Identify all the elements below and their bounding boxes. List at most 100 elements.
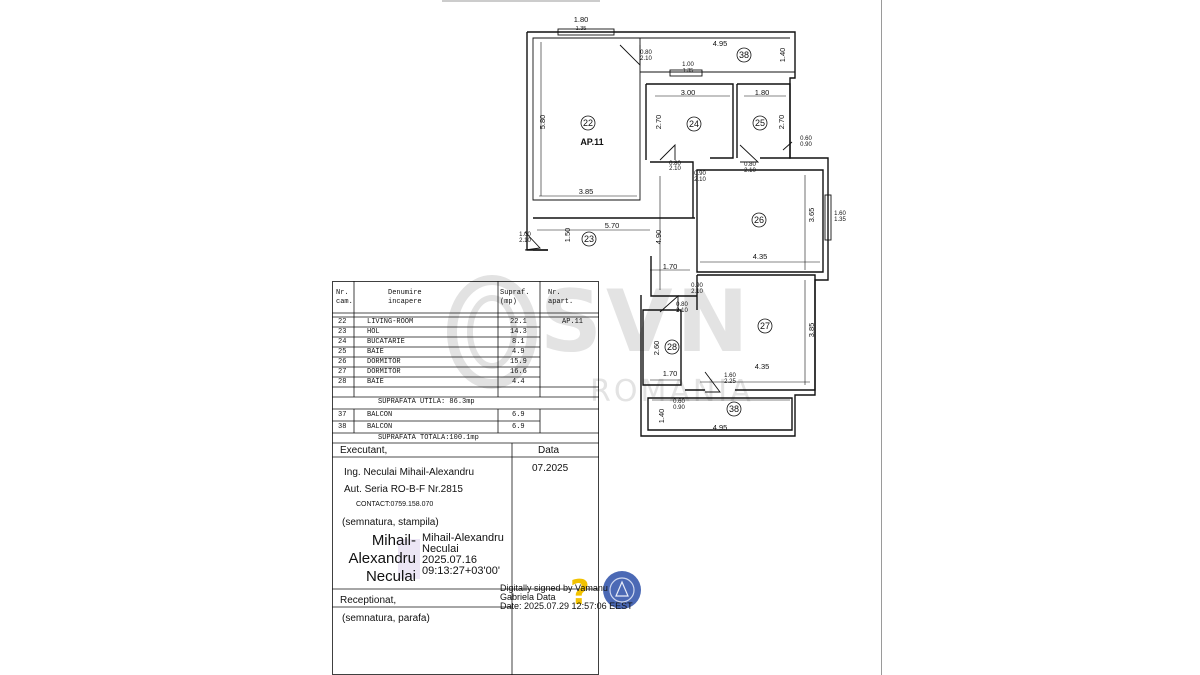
dim-door-24b: 0.90 xyxy=(694,171,706,177)
receptionat-label: Receptionat, xyxy=(340,595,397,606)
page-edge-line xyxy=(881,0,882,675)
dim-balc-door-27: 1.60 xyxy=(724,373,736,379)
svg-text:?: ? xyxy=(570,573,590,613)
room-37-number: 38 xyxy=(739,50,749,60)
row-area: 6.9 xyxy=(512,423,525,431)
room-22-number: 22 xyxy=(583,118,593,128)
authorization: Aut. Seria RO-B-F Nr.2815 xyxy=(344,484,463,495)
row-nr: 25 xyxy=(338,348,347,356)
row-name: BAIE xyxy=(367,348,384,356)
dim-bath28-height: 2.60 xyxy=(652,341,661,356)
row-name: BAIE xyxy=(367,378,384,386)
contact: CONTACT:0759.158.070 xyxy=(356,501,434,508)
dim-entry-door: 1.00 xyxy=(519,232,531,238)
signer-mark xyxy=(398,539,420,579)
dim-balcony-bottom-width: 4.95 xyxy=(713,423,728,432)
signer-big: Mihail- Alexandru Neculai xyxy=(344,532,416,586)
dim-window-24-2: 1.35 xyxy=(683,68,694,74)
engineer-name: Ing. Neculai Mihail-Alexandru xyxy=(344,467,475,478)
dim-living-width: 3.85 xyxy=(579,187,594,196)
dim-kitchen-width: 3.00 xyxy=(681,88,696,97)
header-area: Supraf. (mp) xyxy=(500,289,530,306)
dim-top-window-2: 1.35 xyxy=(576,26,587,32)
dim-door-25-2: 2.10 xyxy=(744,168,756,174)
digital-signed-line1: Digitally signed by Vamanu xyxy=(500,583,608,593)
room-25-number: 25 xyxy=(755,118,765,128)
dim-door-28-2: 2.10 xyxy=(676,308,688,314)
usable-area: SUPRAFATA UTILA: 86.3mp xyxy=(378,398,475,406)
date-value: 07.2025 xyxy=(532,463,569,474)
row-name: DORMITOR xyxy=(367,358,401,366)
watermark-brand: SVN xyxy=(540,272,753,372)
header-nr: Nr. cam. xyxy=(336,289,353,306)
digital-signed-line2: Gabriela Data xyxy=(500,592,556,602)
row-nr: 37 xyxy=(338,411,347,419)
sign-stamp-label: (semnatura, stampila) xyxy=(342,517,439,528)
signer-big-line1: Mihail- xyxy=(371,532,416,549)
seal-icon: ? xyxy=(570,571,641,613)
dim-bath28-width: 1.70 xyxy=(663,369,678,378)
top-edge-mark xyxy=(442,0,600,2)
date-label: Data xyxy=(538,445,560,456)
dim-door-25: 0.80 xyxy=(744,162,756,168)
signer-big-line2: Alexandru xyxy=(348,550,416,567)
dim-entry-door-2: 2.10 xyxy=(519,238,531,244)
dim-hall-width: 5.70 xyxy=(605,221,620,230)
room-26-number: 26 xyxy=(754,215,764,225)
signer-small-line1: Mihail-Alexandru xyxy=(422,532,504,544)
row-name: DORMITOR xyxy=(367,368,401,376)
dim-window-24: 1.00 xyxy=(682,62,694,68)
dim-bed27-width: 4.35 xyxy=(755,362,770,371)
dim-living-height: 5.80 xyxy=(538,115,547,130)
dim-corridor: 1.70 xyxy=(663,262,678,271)
watermark: SVN ROMANIA xyxy=(430,262,790,412)
signature-seal: ? xyxy=(556,570,646,620)
room-28-number: 28 xyxy=(667,342,677,352)
signer-small-line4: 09:13:27+03'00' xyxy=(422,565,500,577)
dim-top-window: 1.80 xyxy=(574,15,589,24)
total-area: SUPRAFATA TOTALA:100.1mp xyxy=(378,434,479,442)
row-area: 4.9 xyxy=(512,348,525,356)
dim-win-25: 0.60 xyxy=(800,136,812,142)
row-nr: 27 xyxy=(338,368,347,376)
dim-win-26-2: 1.35 xyxy=(834,217,846,223)
row-area: 14.3 xyxy=(510,328,527,336)
room-38-number: 38 xyxy=(729,404,739,414)
row-nr: 28 xyxy=(338,378,347,386)
dim-door-24b-2: 2.10 xyxy=(694,177,706,183)
row-name: BALCON xyxy=(367,423,393,431)
room-27-number: 27 xyxy=(760,321,770,331)
room-23-number: 23 xyxy=(584,234,594,244)
dim-win-26: 1.60 xyxy=(834,211,846,217)
row-nr: 23 xyxy=(338,328,347,336)
digital-signature-text: Digitally signed by Vamanu Gabriela Data… xyxy=(500,584,633,611)
dim-door-22-2: 2.10 xyxy=(640,56,652,62)
row-nr: 38 xyxy=(338,423,347,431)
dim-bed27-height: 3.85 xyxy=(807,323,816,338)
dim-bath-height: 2.70 xyxy=(777,115,786,130)
room-37-marker xyxy=(736,47,752,63)
dim-hall-v: 4.90 xyxy=(654,230,663,245)
dim-balcony-top-width: 4.95 xyxy=(713,39,728,48)
room-24-number: 24 xyxy=(689,119,699,129)
dim-win-25-2: 0.90 xyxy=(800,142,812,148)
dim-door-27-2: 2.10 xyxy=(691,289,703,295)
apartment-label: AP.11 xyxy=(580,137,603,147)
row-name: BUCATARIE xyxy=(367,338,405,346)
row-area: 6.9 xyxy=(512,411,525,419)
signer-big-line3: Neculai xyxy=(365,568,416,585)
signer-small-line3: 2025.07.16 xyxy=(422,554,478,566)
row-name: BALCON xyxy=(367,411,393,419)
dim-win-38-2: 0.90 xyxy=(673,405,685,411)
dim-bed26-height: 3.65 xyxy=(807,208,816,223)
row-nr: 24 xyxy=(338,338,347,346)
dim-kitchen-height: 2.70 xyxy=(654,115,663,130)
row-area: 4.4 xyxy=(512,378,525,386)
digital-signed-line3: Date: 2025.07.29 12:57:06 EEST xyxy=(500,601,633,611)
row-area: 16.6 xyxy=(510,368,527,376)
dim-door-24: 0.80 xyxy=(669,161,681,167)
row-area: 8.1 xyxy=(512,338,525,346)
row-name: HOL xyxy=(367,328,380,336)
